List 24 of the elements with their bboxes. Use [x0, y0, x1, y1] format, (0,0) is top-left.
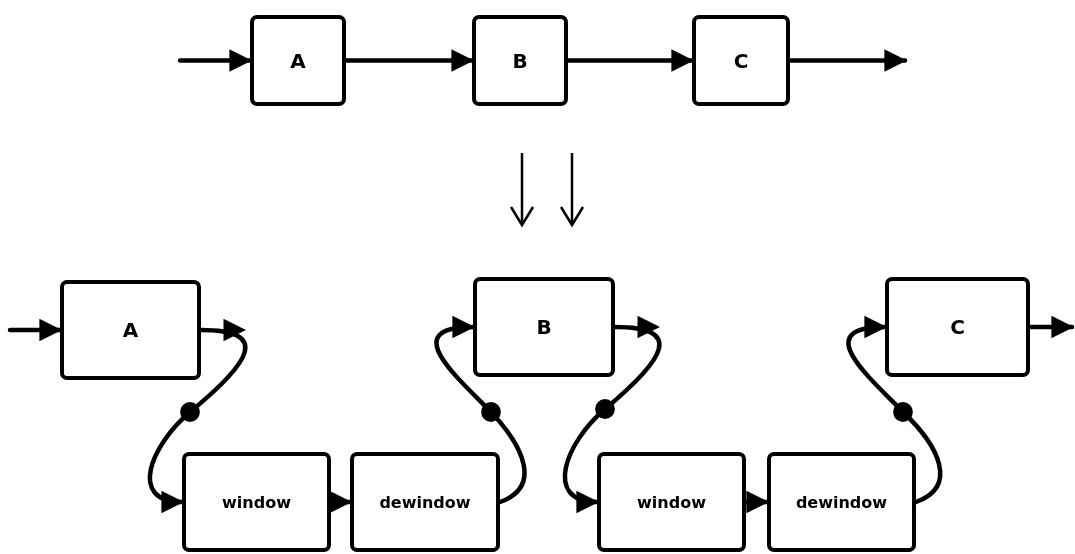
process-box	[692, 15, 790, 106]
box-label: C	[733, 48, 749, 73]
arrow	[434, 316, 527, 505]
box-label: A	[290, 48, 306, 73]
box-label: window	[637, 492, 706, 512]
process-box	[597, 452, 746, 552]
arrow	[147, 319, 248, 513]
arrow	[846, 316, 943, 505]
process-box	[472, 15, 568, 106]
process-box	[350, 452, 500, 552]
box-label: dewindow	[795, 492, 888, 512]
box-label: C	[950, 315, 965, 339]
arrow	[562, 316, 662, 513]
box-label: A	[122, 318, 139, 342]
process-box	[60, 280, 201, 380]
box-label: dewindow	[379, 492, 471, 512]
box-label: B	[512, 48, 528, 73]
box-label: B	[536, 315, 552, 339]
process-box	[767, 452, 916, 552]
process-box	[885, 277, 1030, 377]
process-box	[473, 277, 615, 377]
process-box	[250, 15, 346, 106]
box-label: window	[222, 492, 291, 512]
process-box	[182, 452, 331, 552]
